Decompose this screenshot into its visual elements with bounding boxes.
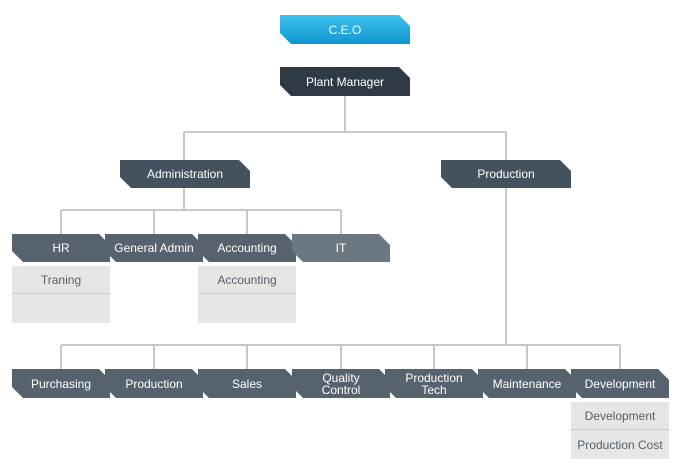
it-box: IT bbox=[292, 234, 390, 262]
hr-box: HR bbox=[12, 234, 110, 262]
quality-control-box: Quality Control bbox=[292, 369, 390, 398]
development-box: Development bbox=[571, 369, 669, 398]
hr-sub-empty bbox=[12, 294, 110, 323]
development-sub-production-cost: Production Cost bbox=[571, 430, 669, 459]
development-sub-development: Development bbox=[571, 402, 669, 430]
production-tech-box: Production Tech bbox=[385, 369, 483, 398]
hr-sub-training: Traning bbox=[12, 266, 110, 294]
maintenance-box: Maintenance bbox=[478, 369, 576, 398]
production-dept-box: Production bbox=[441, 160, 571, 188]
administration-box: Administration bbox=[120, 160, 250, 188]
plant-manager-box: Plant Manager bbox=[280, 67, 410, 96]
accounting-sub-empty bbox=[198, 294, 296, 323]
purchasing-box: Purchasing bbox=[12, 369, 110, 398]
general-admin-box: General Admin bbox=[105, 234, 203, 262]
production-box: Production bbox=[105, 369, 203, 398]
ceo-box: C.E.O bbox=[280, 15, 410, 44]
accounting-box: Accounting bbox=[198, 234, 296, 262]
accounting-sub-accounting: Accounting bbox=[198, 266, 296, 294]
sales-box: Sales bbox=[198, 369, 296, 398]
